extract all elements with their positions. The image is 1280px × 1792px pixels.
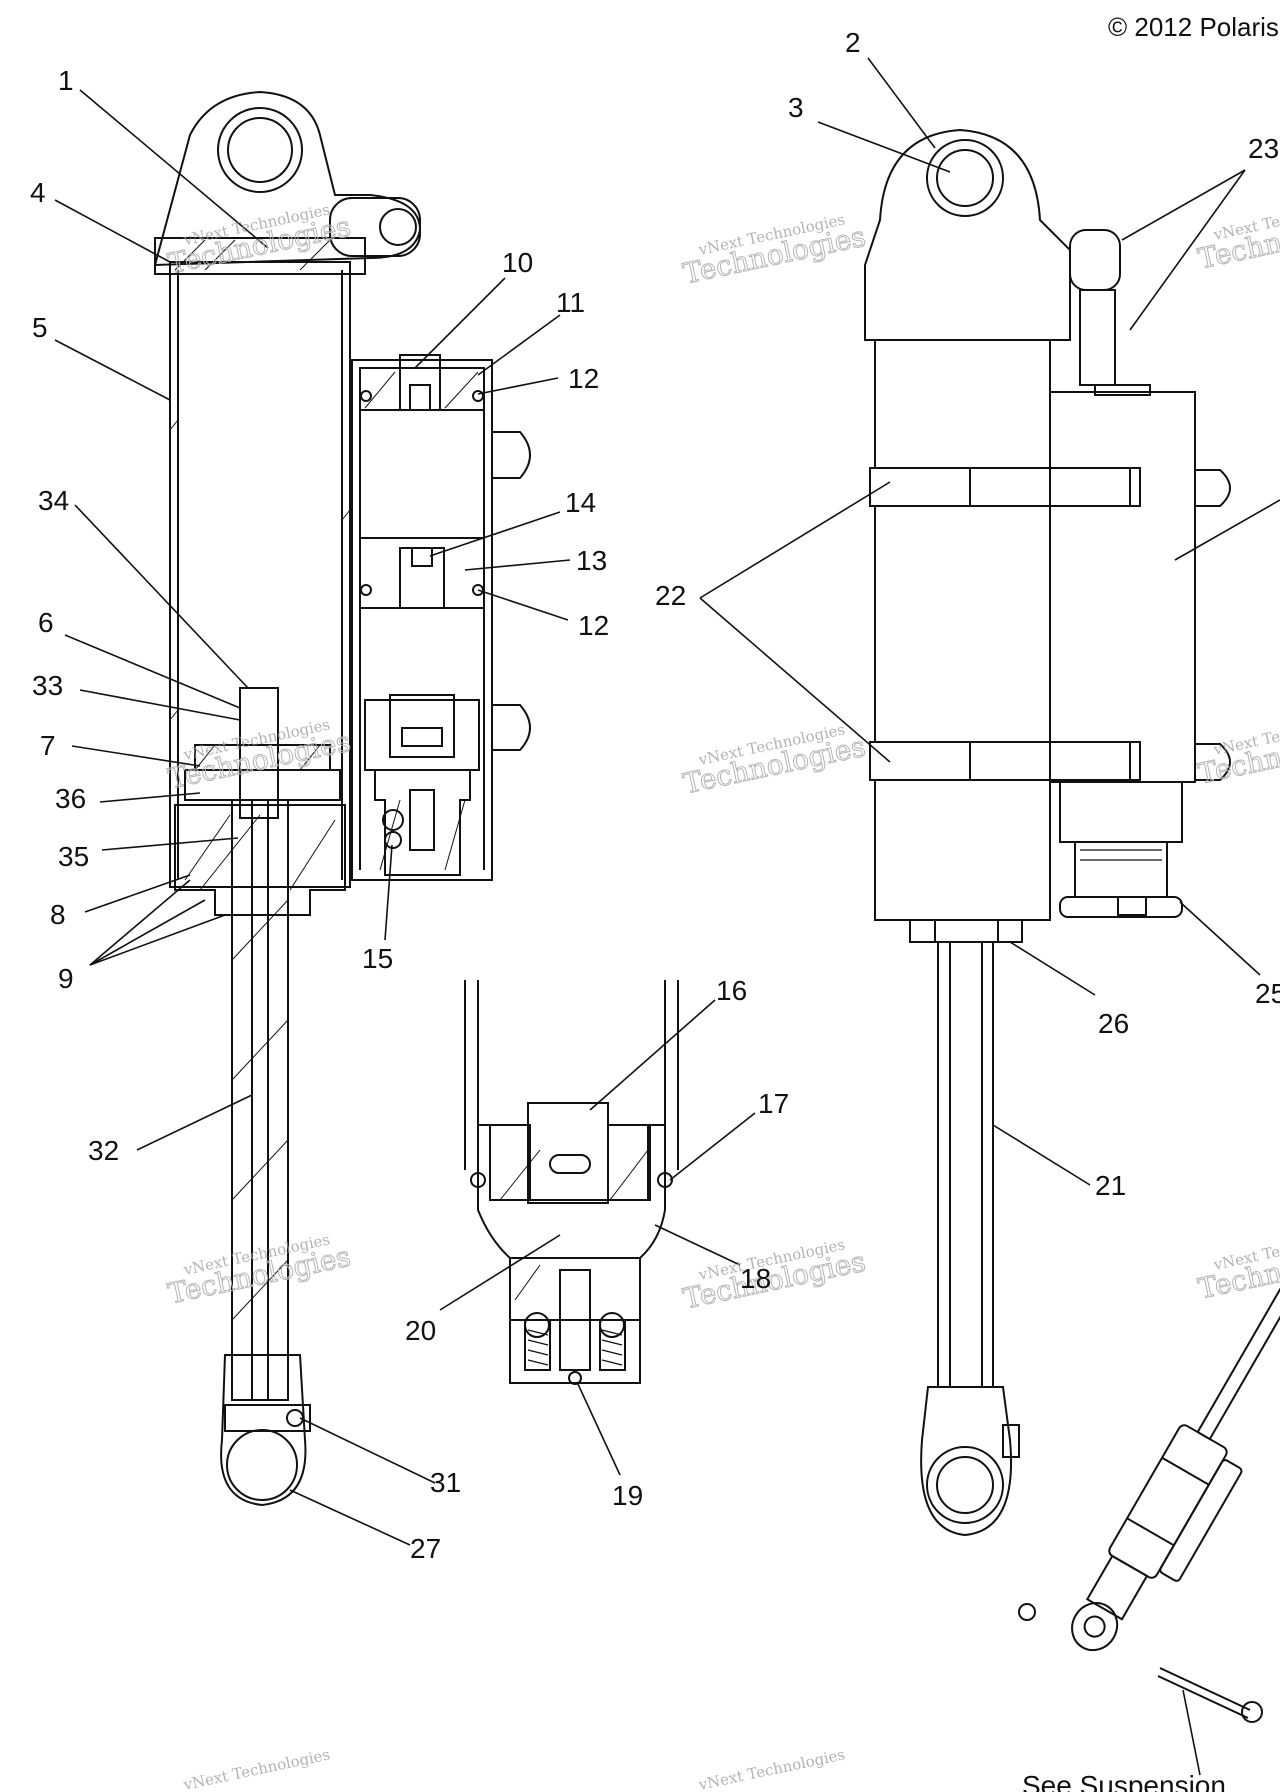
callout-25: 25	[1255, 978, 1280, 1009]
compression-valve-detail	[464, 980, 679, 1385]
see-suspension-note: See Suspension	[1022, 1770, 1226, 1792]
watermark-line1: vNext Technologies	[181, 1745, 331, 1792]
shock-exterior	[864, 128, 1231, 1537]
callout-5: 5	[32, 312, 48, 343]
callout-1: 1	[58, 65, 74, 96]
callout-9: 9	[58, 963, 74, 994]
callout-7: 7	[40, 730, 56, 761]
callout-4: 4	[30, 177, 46, 208]
callout-33: 33	[32, 670, 63, 701]
callout-16: 16	[716, 975, 747, 1006]
reservoir-cross-section	[351, 354, 531, 881]
callout-22: 22	[655, 580, 686, 611]
callout-labels: 1 2 3 23 4 10 11 12 5 34 14 13 12 22 6 3…	[30, 27, 1280, 1564]
callout-36: 36	[55, 783, 86, 814]
callout-17: 17	[758, 1088, 789, 1119]
callout-18: 18	[740, 1263, 771, 1294]
watermark-line1: vNext Technologies	[696, 1745, 846, 1792]
callout-31: 31	[430, 1467, 461, 1498]
callout-2: 2	[845, 27, 861, 58]
callout-12: 12	[568, 363, 599, 394]
mounting-bolt	[1018, 1603, 1263, 1723]
callout-27: 27	[410, 1533, 441, 1564]
callout-20: 20	[405, 1315, 436, 1346]
callout-15: 15	[362, 943, 393, 974]
callout-3: 3	[788, 92, 804, 123]
callout-6: 6	[38, 607, 54, 638]
leader-lines	[54, 57, 1280, 1776]
shock-cross-section	[153, 90, 422, 1507]
callout-23: 23	[1248, 133, 1279, 164]
callout-35: 35	[58, 841, 89, 872]
callout-10: 10	[502, 247, 533, 278]
callout-21: 21	[1095, 1170, 1126, 1201]
callout-13: 13	[576, 545, 607, 576]
callout-32: 32	[88, 1135, 119, 1166]
callout-14: 14	[565, 487, 596, 518]
callout-26: 26	[1098, 1008, 1129, 1039]
copyright-text: © 2012 Polaris	[1108, 12, 1279, 42]
callout-11: 11	[556, 287, 585, 318]
installed-shock-thumbnail	[1071, 1231, 1280, 1652]
callout-8: 8	[50, 899, 66, 930]
callout-34: 34	[38, 485, 69, 516]
callout-19: 19	[612, 1480, 643, 1511]
callout-12b: 12	[578, 610, 609, 641]
